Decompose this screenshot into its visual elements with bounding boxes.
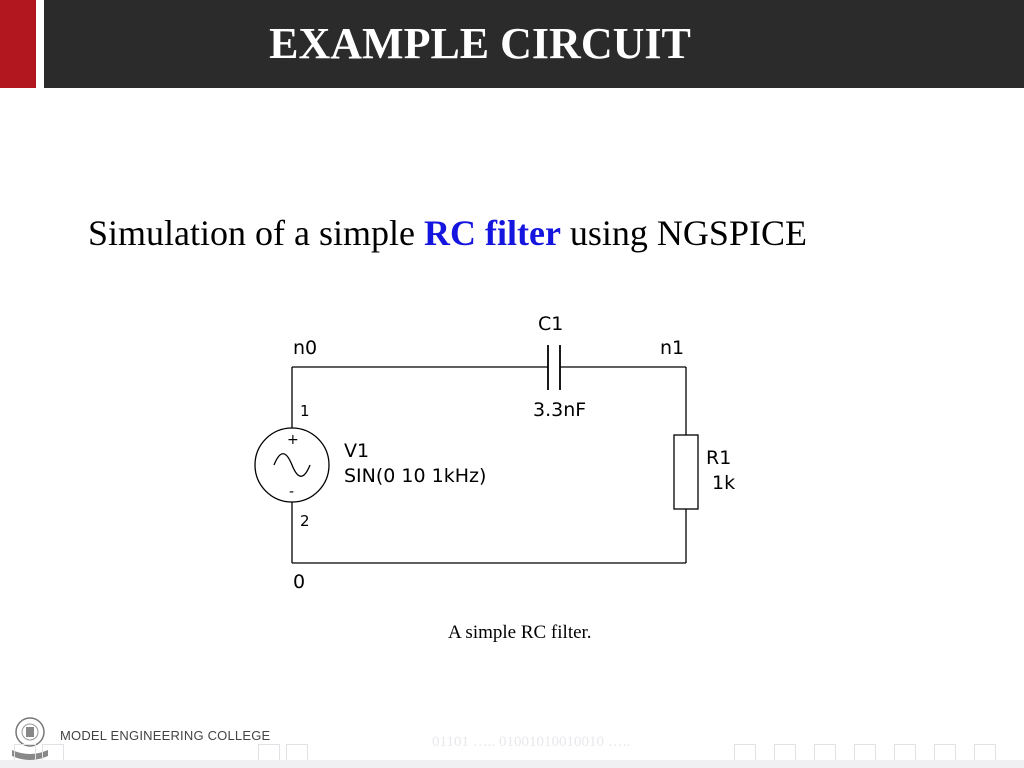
plus-sign: + [287,432,299,448]
footer: MODEL ENGINEERING COLLEGE 01101 ….. 0100… [0,712,1024,768]
resistor-value: 1k [712,472,735,494]
sine-wave-icon [273,453,311,477]
college-logo-icon [12,717,48,760]
header-gap [36,0,44,88]
node-label-n0: n0 [293,337,317,359]
minus-sign: - [289,484,294,500]
voltage-source-circle [254,427,330,503]
slide-title: EXAMPLE CIRCUIT [269,19,691,68]
node-label-n1: n1 [660,337,684,359]
resistor-name: R1 [706,447,731,469]
pin-label-2: 2 [300,512,310,530]
binary-watermark: 01101 ….. 01001010010010 ….. [432,734,631,750]
bottom-strip [0,760,1024,768]
subtitle-suffix: using NGSPICE [560,213,807,253]
slide-subtitle: Simulation of a simple RC filter using N… [88,212,807,254]
source-name: V1 [344,440,369,462]
source-value: SIN(0 10 1kHz) [344,465,486,487]
resistor-body [673,434,699,510]
header-bar: EXAMPLE CIRCUIT [0,0,1024,88]
capacitor-value: 3.3nF [533,399,586,421]
figure-caption: A simple RC filter. [448,622,592,643]
header-accent [0,0,36,88]
subtitle-highlight: RC filter [423,213,561,253]
pin-label-1: 1 [300,402,310,420]
subtitle-prefix: Simulation of a simple [88,213,424,253]
capacitor-name: C1 [538,313,563,335]
node-label-ground: 0 [293,571,305,593]
rc-filter-diagram: n0 n1 C1 3.3nF 1 + - V1 SIN(0 10 1kHz) 2… [254,313,735,643]
college-name: MODEL ENGINEERING COLLEGE [60,728,271,743]
